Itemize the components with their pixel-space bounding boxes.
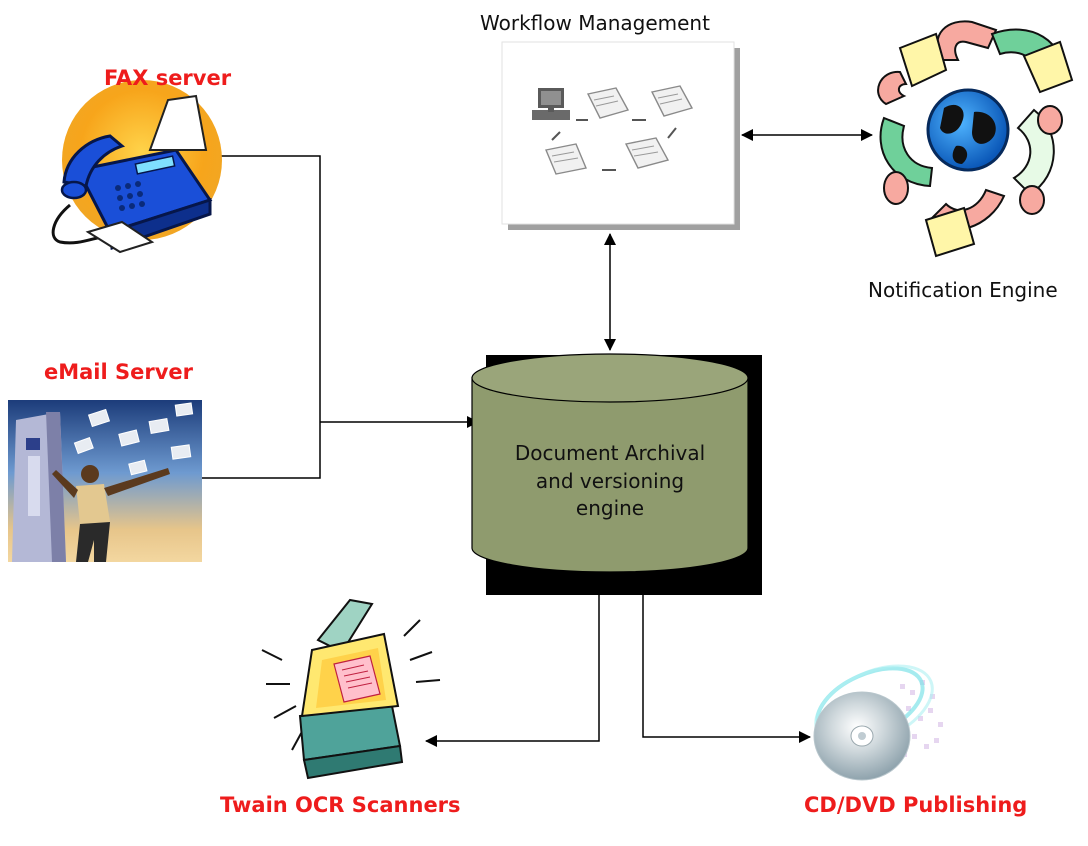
archive-to-scanner-arrow (425, 592, 600, 747)
cd-dvd-publishing-label: CD/DVD Publishing (804, 793, 1028, 817)
notification-engine-label: Notification Engine (868, 278, 1058, 302)
archive-engine-label: Document Archival and versioning engine (472, 440, 748, 523)
cd-disc-icon (813, 664, 943, 781)
email-server-label: eMail Server (44, 360, 194, 384)
email-person-icon (8, 400, 202, 562)
workflow-flowchart-icon (501, 41, 740, 230)
fax-machine-icon (51, 80, 222, 254)
scanner-icon (261, 598, 441, 780)
archive-engine-line-3: engine (575, 496, 645, 521)
fax-connector (200, 155, 321, 479)
workflow-management-label: Workflow Management (480, 11, 710, 35)
fax-server-label: FAX server (104, 66, 232, 90)
archive-cylinder (471, 353, 762, 595)
twain-scanners-label: Twain OCR Scanners (220, 793, 461, 817)
archive-engine-line-1: Document Archival (514, 441, 706, 465)
archive-engine-line-2: and versioning (535, 468, 685, 493)
notification-globe-icon (877, 20, 1074, 258)
connectors (200, 129, 873, 747)
archive-to-cd-arrow (642, 592, 811, 743)
